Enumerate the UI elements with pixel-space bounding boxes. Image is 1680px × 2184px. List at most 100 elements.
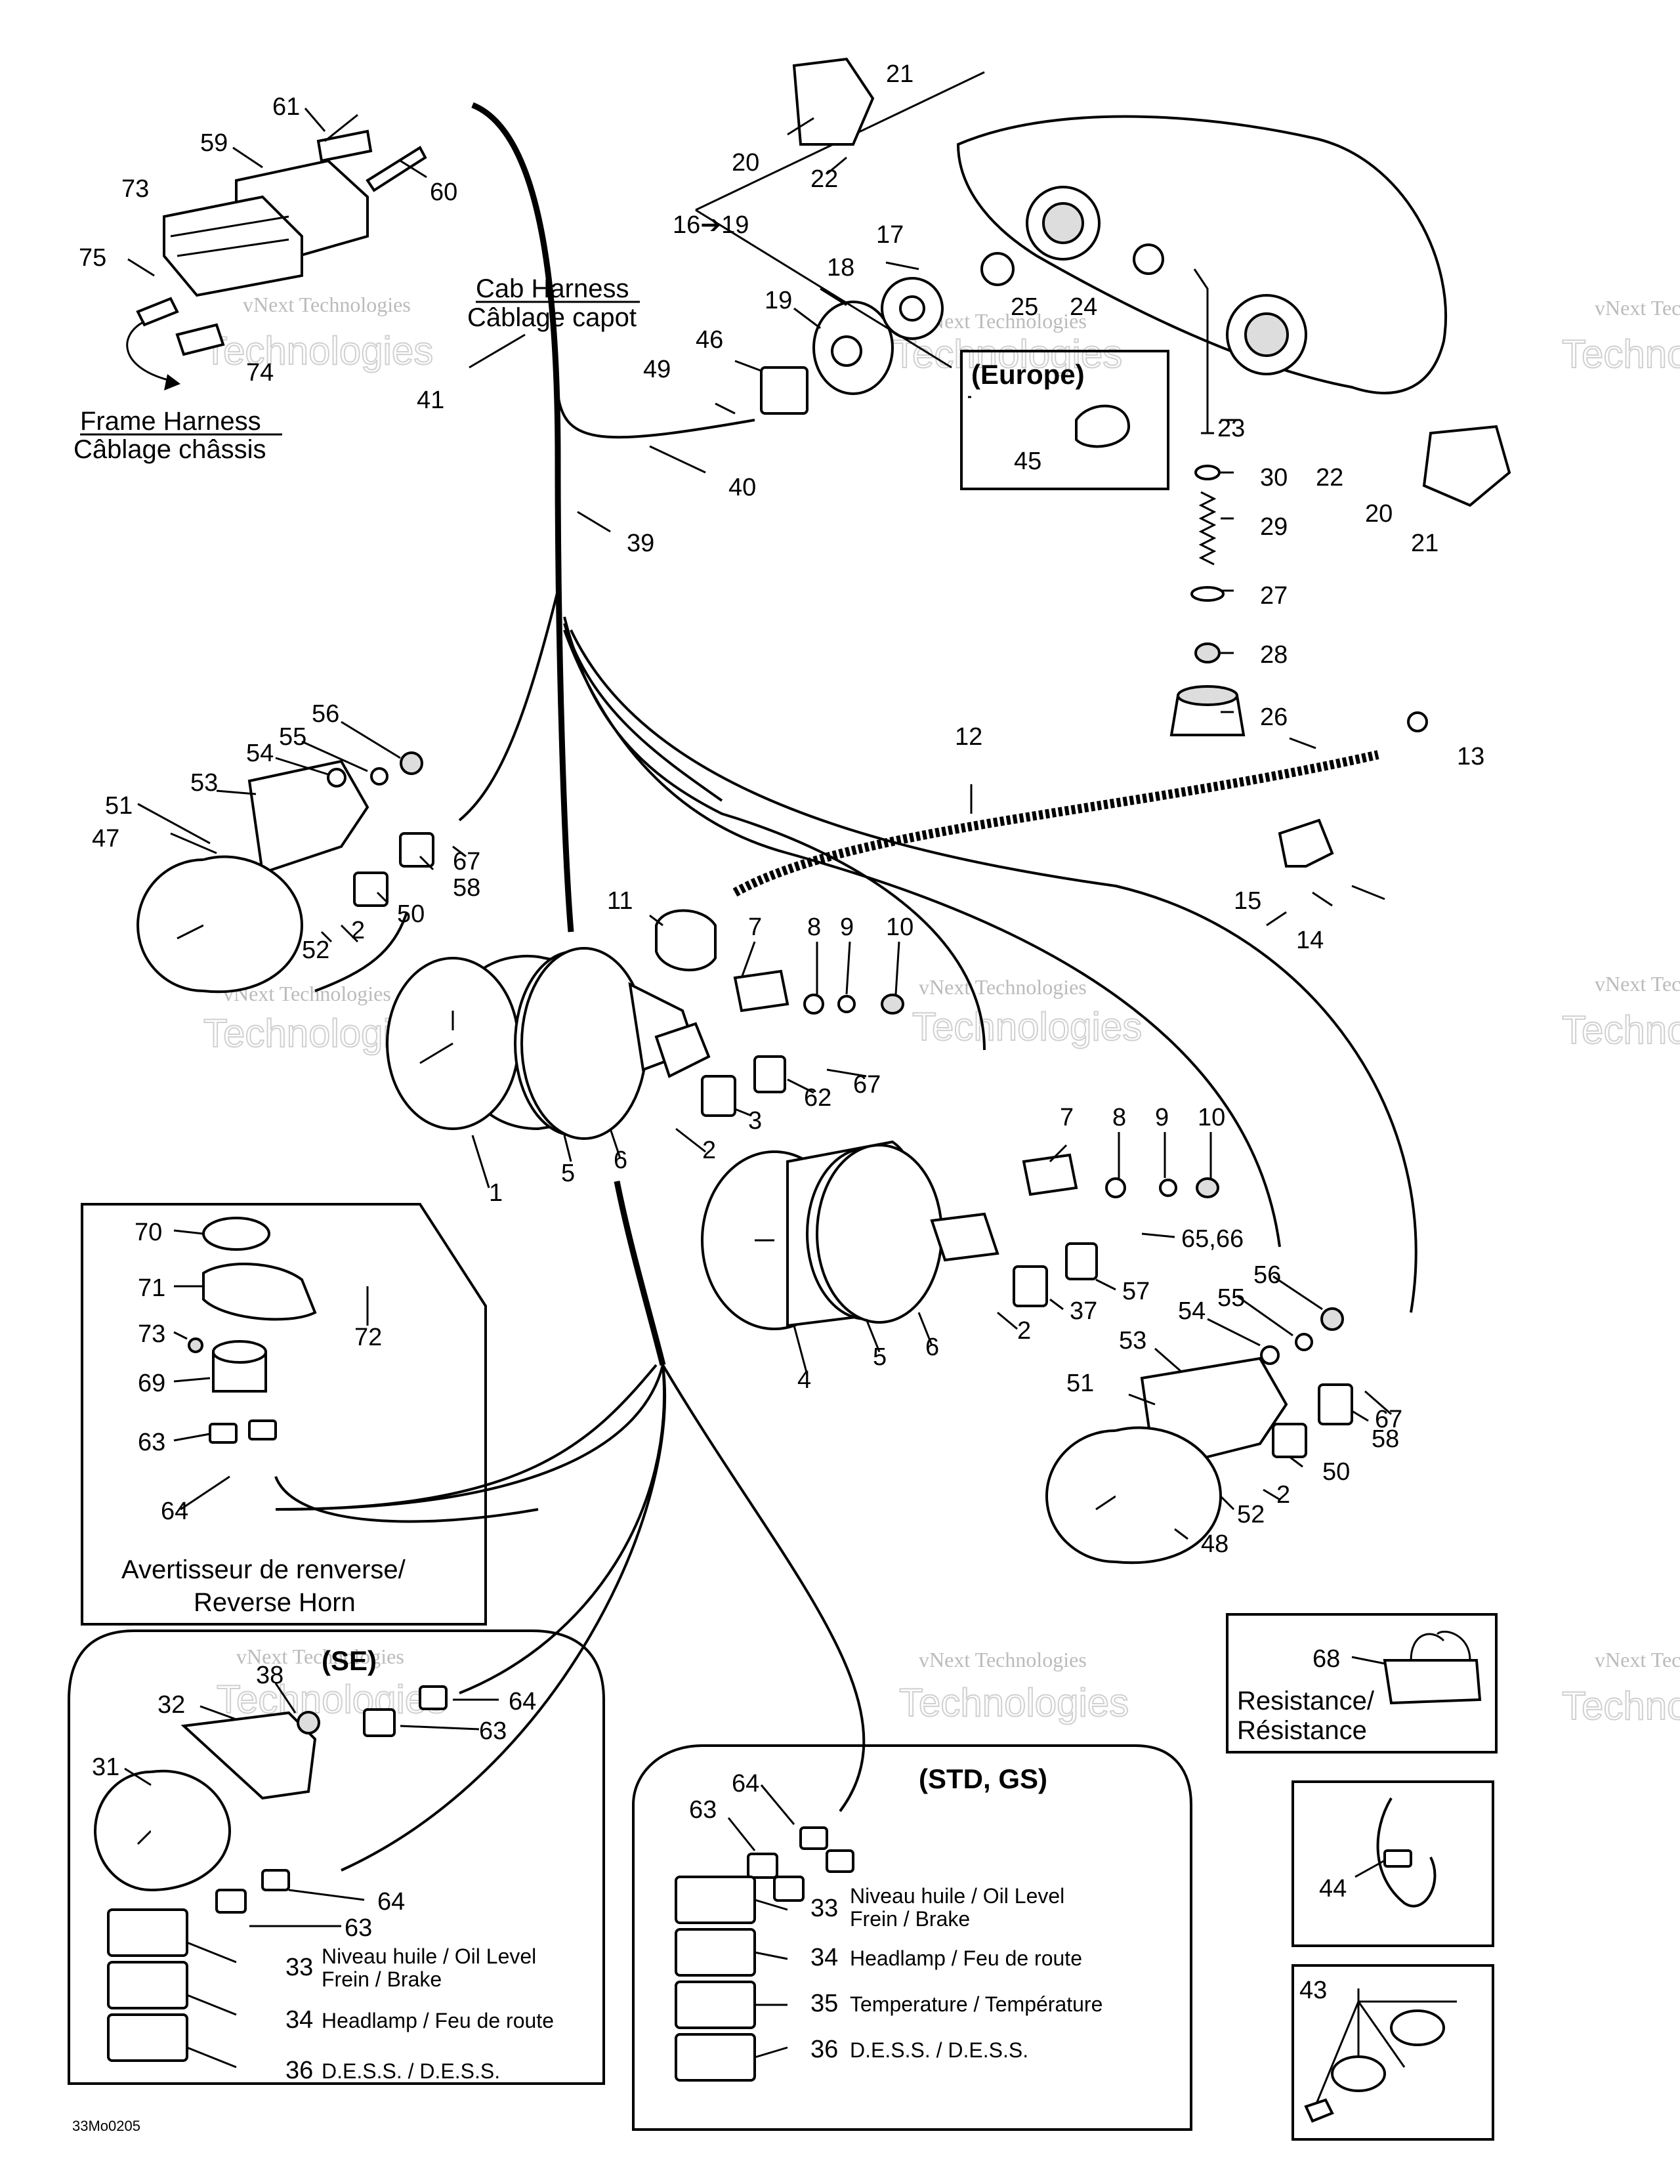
callout-47: 47 [92, 825, 119, 852]
callout-54: 54 [246, 740, 274, 767]
callout-70: 70 [135, 1219, 162, 1246]
std-temperature-label: Temperature / Température [850, 1992, 1102, 2016]
resistance-en: Resistance/ [1237, 1687, 1375, 1715]
frame-harness-en: Frame Harness [80, 407, 261, 436]
callout-36b: 36 [810, 2036, 838, 2063]
callout-53b: 53 [1119, 1327, 1146, 1354]
gauge-47 [136, 751, 434, 994]
callout-44: 44 [1319, 1875, 1347, 1902]
callout-37: 37 [1070, 1297, 1097, 1325]
callout-25: 25 [1011, 293, 1038, 321]
callout-68: 68 [1312, 1645, 1340, 1673]
callout-33a: 33 [285, 1954, 313, 1981]
europe-label: (Europe) [971, 359, 1085, 390]
callout-34a: 34 [285, 2006, 313, 2034]
std-headlamp-label: Headlamp / Feu de route [850, 1946, 1082, 1970]
callout-72: 72 [354, 1324, 382, 1351]
callout-2b: 2 [702, 1137, 716, 1164]
callout-67c: 67 [1375, 1406, 1402, 1433]
callout-71: 71 [138, 1274, 165, 1302]
callouts: 61 59 73 75 74 60 21 20 22 16➔19 17 18 1… [79, 60, 1484, 2084]
callout-31: 31 [92, 1754, 119, 1781]
callout-64d: 64 [732, 1770, 759, 1797]
callout-63b: 63 [479, 1717, 507, 1745]
callout-64c: 64 [377, 1888, 405, 1916]
callout-6b: 6 [925, 1334, 939, 1361]
callout-20b: 20 [1365, 500, 1393, 528]
europe-box: (Europe) [960, 350, 1169, 490]
tie-wrap-box [1292, 1780, 1494, 1947]
callout-4: 4 [797, 1366, 811, 1394]
callout-26: 26 [1260, 704, 1288, 731]
callout-51: 51 [105, 792, 133, 820]
callout-46: 46 [696, 326, 723, 354]
callout-59: 59 [200, 129, 228, 157]
watermark: vNext Technologies [243, 293, 411, 316]
callout-67b: 67 [853, 1071, 881, 1099]
callout-40: 40 [728, 474, 756, 501]
callout-52b: 52 [1237, 1501, 1265, 1528]
watermark: vNext Technologies [1595, 296, 1680, 320]
watermark: vNext Technologies [236, 1645, 404, 1668]
watermark: Technologies [1562, 332, 1680, 376]
gauge-1 [386, 909, 904, 1140]
cable-end [1407, 711, 1428, 732]
leader-lines [124, 108, 1392, 2068]
harness-labels: Cab Harness Câblage capot Frame Harness … [74, 274, 640, 464]
callout-13: 13 [1457, 743, 1484, 770]
resistance-box: Resistance/ Résistance [1226, 1613, 1498, 1754]
drawing-code: 33Mo0205 [72, 2118, 140, 2134]
callout-32: 32 [158, 1691, 185, 1719]
resistance-fr: Résistance [1237, 1716, 1367, 1745]
callout-62: 62 [804, 1084, 831, 1112]
callout-24: 24 [1070, 293, 1097, 321]
callout-7: 7 [748, 914, 762, 941]
callout-61: 61 [272, 93, 300, 121]
callout-51b: 51 [1066, 1370, 1094, 1397]
se-label: (SE) [322, 1645, 377, 1676]
callout-30: 30 [1260, 464, 1288, 492]
callout-22: 22 [810, 165, 838, 193]
callout-64a: 64 [161, 1498, 188, 1525]
callout-38: 38 [256, 1662, 284, 1689]
callout-69: 69 [138, 1370, 165, 1397]
callout-63a: 63 [138, 1429, 165, 1456]
gauge-4 [701, 1140, 1219, 1330]
callout-21: 21 [886, 60, 914, 88]
callout-28: 28 [1260, 641, 1288, 669]
std-dess-label: D.E.S.S. / D.E.S.S. [850, 2038, 1028, 2062]
callout-6: 6 [614, 1146, 627, 1174]
reverse-horn-en: Reverse Horn [194, 1588, 356, 1617]
speedometer-cable [732, 750, 1379, 897]
cab-harness-fr: Câblage capot [467, 303, 637, 332]
callout-2c: 2 [1017, 1317, 1031, 1345]
callout-1: 1 [489, 1179, 503, 1207]
callout-39: 39 [627, 530, 654, 557]
callout-18: 18 [827, 254, 854, 282]
switch-labels: Niveau huile / Oil Level Frein / Brake H… [322, 1884, 1102, 2083]
watermark: Technologies [217, 1677, 446, 1721]
se-oil-level-label: Niveau huile / Oil Level [322, 1944, 536, 1968]
callout-16-19: 16➔19 [673, 211, 749, 239]
callout-22b: 22 [1316, 464, 1343, 492]
callout-19: 19 [765, 287, 792, 314]
watermark: Technologies [1562, 1684, 1680, 1728]
headlamp-assembly [695, 57, 1511, 736]
callout-50b: 50 [1322, 1458, 1350, 1486]
cab-harness-en: Cab Harness [476, 274, 629, 303]
callout-17: 17 [876, 221, 904, 249]
callout-67: 67 [453, 848, 480, 875]
callout-48: 48 [1201, 1530, 1228, 1558]
callout-5: 5 [561, 1160, 575, 1187]
callout-35: 35 [810, 1990, 838, 2017]
callout-75: 75 [79, 244, 106, 272]
callout-8b: 8 [1112, 1104, 1126, 1131]
callout-53: 53 [190, 769, 218, 797]
callout-9: 9 [840, 914, 854, 941]
callout-58b: 58 [1372, 1425, 1399, 1453]
gauge-48 [1045, 1307, 1353, 1564]
reverse-horn-fr: Avertisseur de renverse/ [121, 1555, 406, 1584]
clamp [1278, 818, 1334, 868]
callout-34b: 34 [810, 1944, 838, 1971]
